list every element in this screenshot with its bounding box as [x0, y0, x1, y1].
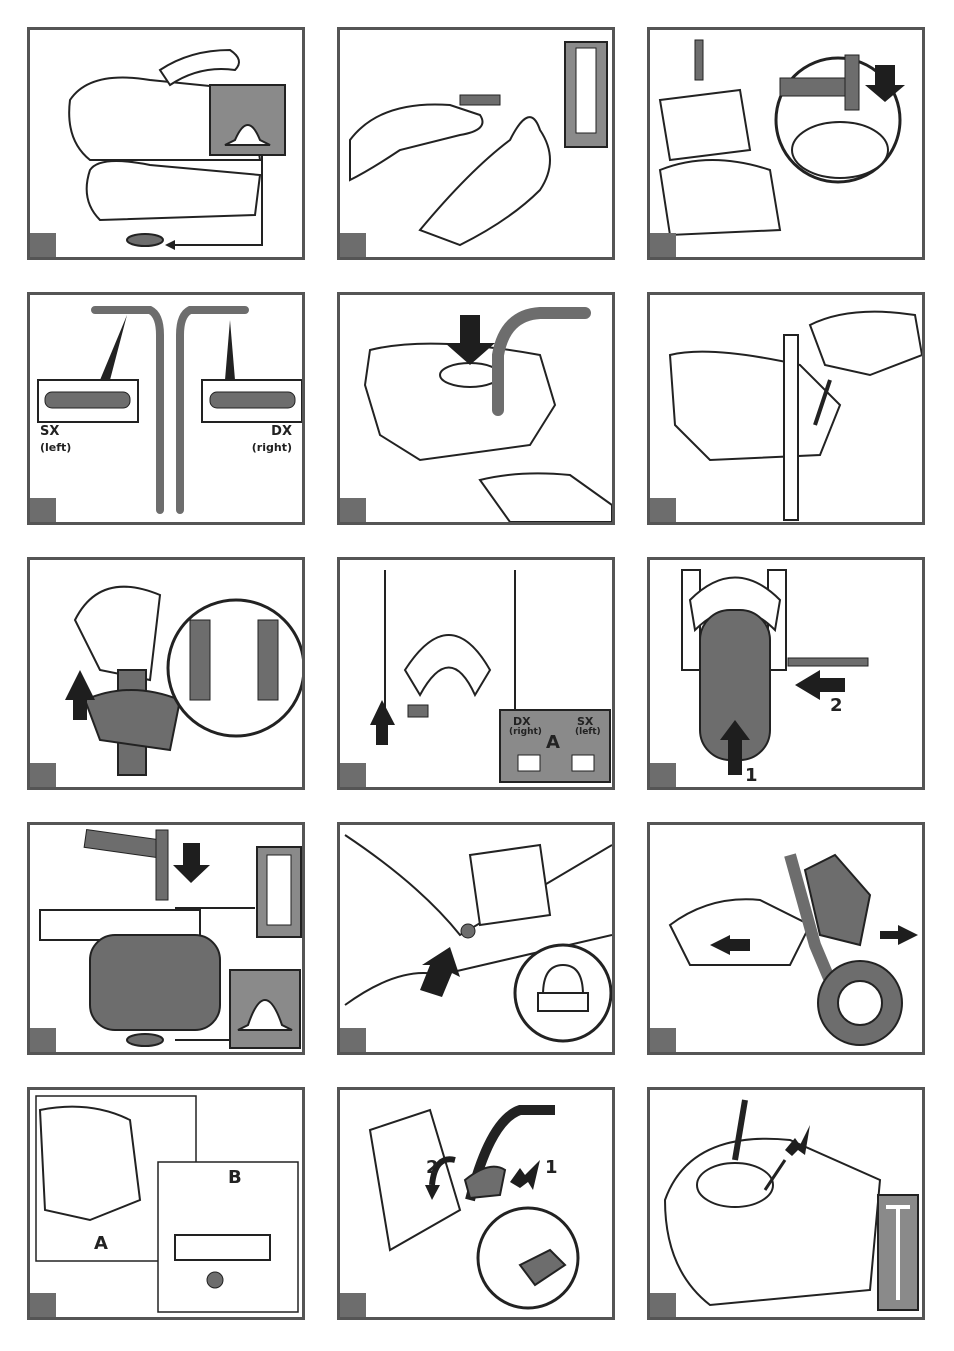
- illustration-hammer-wheel: [650, 30, 922, 257]
- right-code-label: DX: [271, 424, 292, 439]
- illustration-cap-nut: [340, 825, 612, 1052]
- step-panel-9: 2 1: [647, 557, 925, 790]
- illustration-insert-handlebar: [340, 295, 612, 522]
- illustration-detail-a-b: [30, 1090, 302, 1317]
- step-number-tab: [30, 498, 56, 522]
- left-name-label: (left): [575, 727, 601, 737]
- step-number-tab: [30, 1028, 56, 1052]
- detail-letter-label: A: [546, 732, 560, 753]
- illustration-front-wheel-axle: [650, 560, 922, 787]
- step-panel-5: [337, 292, 615, 525]
- step-number-tab: [30, 233, 56, 257]
- step-panel-11: [337, 822, 615, 1055]
- illustration-mudguard-fork: [30, 560, 302, 787]
- step-number-tab: [650, 498, 676, 522]
- step-number-tab: [650, 1028, 676, 1052]
- step-panel-2: [337, 27, 615, 260]
- illustration-screw-handlebar: [650, 295, 922, 522]
- step-number-tab: [340, 233, 366, 257]
- step-number-tab: [650, 763, 676, 787]
- illustration-handlebars: [30, 295, 302, 522]
- left-name-label: (left): [40, 441, 71, 454]
- right-name-label: (right): [509, 727, 542, 737]
- step-panel-3: [647, 27, 925, 260]
- step-panel-13: A B: [27, 1087, 305, 1320]
- illustration-clip-fitting: [340, 1090, 612, 1317]
- step-panel-8: DX (right) SX (left) A: [337, 557, 615, 790]
- detail-b-label: B: [228, 1167, 242, 1188]
- step-number-tab: [340, 763, 366, 787]
- step-panel-1: [27, 27, 305, 260]
- step-number-tab: [340, 1293, 366, 1317]
- step-number-tab: [340, 1028, 366, 1052]
- illustration-insert-pin: [340, 30, 612, 257]
- right-name-label: (right): [252, 441, 292, 454]
- illustration-headlight-foot: [30, 30, 302, 257]
- step-panel-4: SX (left) DX (right): [27, 292, 305, 525]
- detail-a-label: A: [94, 1233, 108, 1254]
- step-panel-10: [27, 822, 305, 1055]
- arrow-1-label: 1: [545, 1157, 558, 1178]
- step-number-tab: [30, 1293, 56, 1317]
- left-code-label: SX: [40, 424, 59, 439]
- step-number-tab: [30, 763, 56, 787]
- illustration-hammer-front-wheel: [30, 825, 302, 1052]
- arrow-1-label: 1: [745, 765, 758, 786]
- step-panel-7: [27, 557, 305, 790]
- step-panel-15: [647, 1087, 925, 1320]
- arrow-2-label: 2: [426, 1157, 439, 1178]
- illustration-battery-screw: [650, 1090, 922, 1317]
- step-panel-6: [647, 292, 925, 525]
- step-number-tab: [650, 1293, 676, 1317]
- illustration-axle-bushing: [340, 560, 612, 787]
- step-panel-14: 2 1: [337, 1087, 615, 1320]
- step-number-tab: [340, 498, 366, 522]
- illustration-fit-footboard: [650, 825, 922, 1052]
- step-panel-12: [647, 822, 925, 1055]
- step-number-tab: [650, 233, 676, 257]
- arrow-2-label: 2: [830, 695, 843, 716]
